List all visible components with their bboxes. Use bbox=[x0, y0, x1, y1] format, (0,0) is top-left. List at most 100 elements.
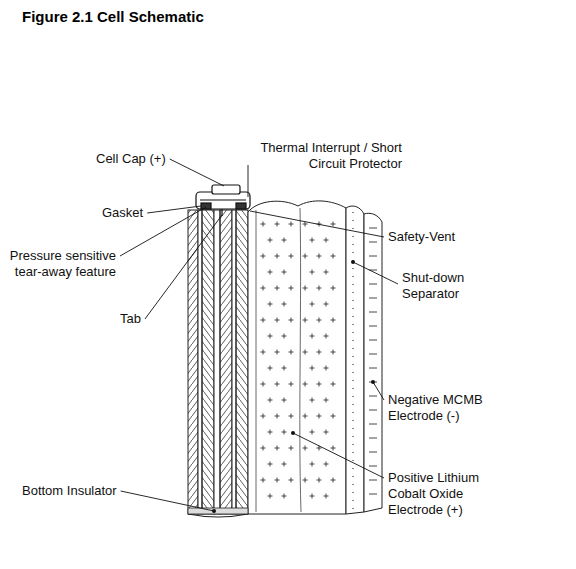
leader-line bbox=[145, 215, 222, 319]
plus-mark bbox=[324, 462, 329, 467]
plus-mark bbox=[275, 286, 280, 291]
plus-mark bbox=[261, 414, 266, 419]
plus-mark bbox=[282, 430, 287, 435]
plus-mark bbox=[268, 462, 273, 467]
plus-mark bbox=[261, 222, 266, 227]
plus-mark bbox=[324, 494, 329, 499]
minus-mark bbox=[369, 466, 377, 467]
leader-dot bbox=[291, 431, 295, 435]
negative-electrode-sheet bbox=[364, 213, 382, 512]
electrode-layer bbox=[220, 210, 232, 514]
plus-mark bbox=[261, 382, 266, 387]
plus-mark bbox=[289, 222, 294, 227]
minus-mark bbox=[369, 242, 377, 243]
plus-mark bbox=[303, 254, 308, 259]
minus-mark bbox=[369, 340, 377, 341]
plus-mark bbox=[268, 430, 273, 435]
separator-layer bbox=[198, 210, 202, 514]
leader-line bbox=[147, 206, 201, 213]
plus-mark bbox=[331, 414, 336, 419]
part-label: Cell Cap (+) bbox=[96, 151, 166, 167]
minus-mark bbox=[369, 284, 377, 285]
minus-mark bbox=[369, 424, 377, 425]
plus-mark bbox=[331, 478, 336, 483]
plus-mark bbox=[275, 414, 280, 419]
plus-mark bbox=[331, 222, 336, 227]
minus-mark bbox=[369, 438, 377, 439]
plus-mark bbox=[317, 382, 322, 387]
separator-layer bbox=[214, 210, 220, 514]
plus-mark bbox=[331, 254, 336, 259]
plus-mark bbox=[310, 270, 315, 275]
minus-mark bbox=[369, 256, 377, 257]
plus-mark bbox=[317, 478, 322, 483]
plus-mark bbox=[289, 350, 294, 355]
gasket bbox=[236, 203, 246, 209]
plus-mark bbox=[310, 462, 315, 467]
plus-mark bbox=[324, 334, 329, 339]
plus-mark bbox=[324, 270, 329, 275]
plus-mark bbox=[289, 446, 294, 451]
bottom-insulator bbox=[188, 508, 248, 514]
inner-roll bbox=[188, 210, 248, 514]
separator-layer bbox=[232, 210, 236, 514]
part-label: Positive Lithium Cobalt Oxide Electrode … bbox=[388, 470, 493, 518]
part-label: Bottom Insulator bbox=[22, 483, 117, 499]
plus-mark bbox=[275, 222, 280, 227]
plus-mark bbox=[289, 478, 294, 483]
plus-mark bbox=[282, 366, 287, 371]
plus-mark bbox=[268, 366, 273, 371]
interrupt-disc bbox=[200, 199, 246, 200]
plus-mark bbox=[317, 254, 322, 259]
minus-marks bbox=[369, 228, 377, 494]
minus-mark bbox=[369, 494, 377, 495]
cell-cap bbox=[196, 185, 250, 216]
plus-mark bbox=[261, 446, 266, 451]
minus-mark bbox=[369, 298, 377, 299]
leader-line bbox=[373, 382, 384, 400]
part-label: Shut-down Separator bbox=[402, 270, 482, 302]
cap-terminal bbox=[212, 185, 240, 194]
minus-mark bbox=[369, 396, 377, 397]
leader-line bbox=[353, 262, 398, 284]
part-label: Thermal Interrupt / Short Circuit Protec… bbox=[252, 140, 402, 172]
plus-mark bbox=[275, 254, 280, 259]
plus-mark bbox=[324, 430, 329, 435]
plus-mark bbox=[303, 446, 308, 451]
leader-line bbox=[170, 159, 224, 186]
plus-mark bbox=[282, 398, 287, 403]
part-label: Gasket bbox=[102, 205, 143, 221]
cell-bottom bbox=[188, 514, 248, 517]
plus-mark bbox=[324, 302, 329, 307]
gasket bbox=[201, 203, 211, 209]
plus-mark bbox=[303, 414, 308, 419]
plus-mark bbox=[289, 414, 294, 419]
plus-mark bbox=[289, 286, 294, 291]
plus-mark bbox=[268, 494, 273, 499]
plus-mark bbox=[282, 238, 287, 243]
leader-line bbox=[293, 433, 384, 478]
plus-mark bbox=[324, 366, 329, 371]
plus-mark bbox=[275, 382, 280, 387]
plus-mark bbox=[303, 286, 308, 291]
plus-mark bbox=[310, 430, 315, 435]
plus-mark bbox=[268, 238, 273, 243]
plus-mark bbox=[310, 494, 315, 499]
plus-mark bbox=[303, 318, 308, 323]
plus-mark bbox=[303, 382, 308, 387]
minus-mark bbox=[369, 312, 377, 313]
plus-mark bbox=[289, 254, 294, 259]
plus-mark bbox=[324, 398, 329, 403]
minus-mark bbox=[369, 480, 377, 481]
plus-mark bbox=[310, 302, 315, 307]
plus-mark bbox=[275, 350, 280, 355]
minus-mark bbox=[369, 410, 377, 411]
plus-mark bbox=[317, 286, 322, 291]
plus-mark bbox=[310, 238, 315, 243]
plus-mark bbox=[268, 334, 273, 339]
plus-mark bbox=[268, 302, 273, 307]
leader-line bbox=[121, 491, 214, 511]
plus-mark bbox=[275, 446, 280, 451]
plus-mark bbox=[282, 494, 287, 499]
plus-mark bbox=[261, 286, 266, 291]
